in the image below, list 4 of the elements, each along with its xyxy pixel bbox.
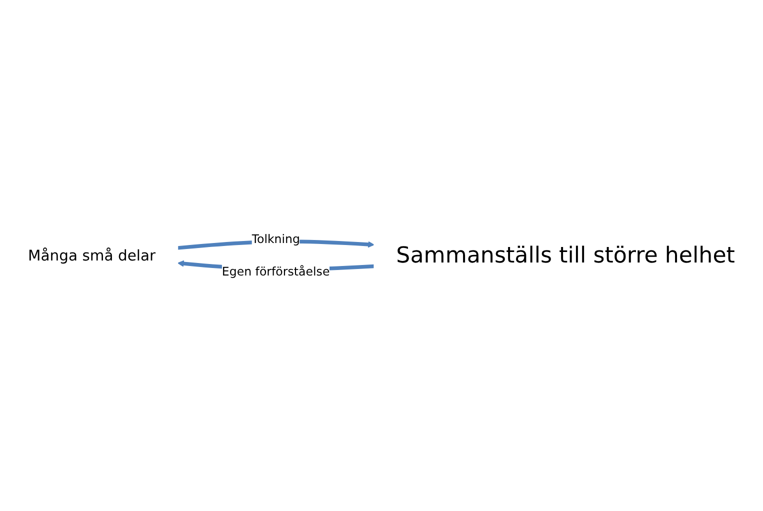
edge-label: Tolkning: [252, 232, 300, 246]
node-text: Många små delar: [28, 246, 156, 264]
edge-label: Egen förförståelse: [222, 264, 330, 278]
node-text: Sammanställs till större helhet: [396, 242, 735, 268]
